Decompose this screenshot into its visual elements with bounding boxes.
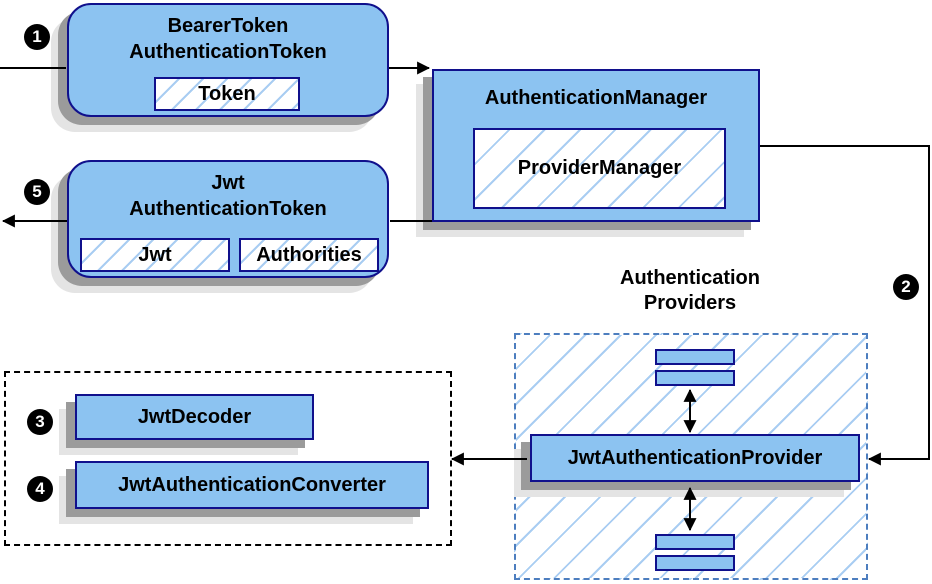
provider-placeholder-bar-bottom-1 — [655, 534, 735, 550]
bearer-token-title-line2: AuthenticationToken — [129, 41, 327, 63]
step-4-number: 4 — [35, 479, 45, 498]
provider-manager-field-label: ProviderManager — [517, 157, 682, 179]
token-field: Token — [154, 77, 300, 111]
decoder-group-box: JwtDecoder JwtAuthenticationConverter — [4, 371, 452, 546]
authorities-field-label: Authorities — [256, 244, 362, 266]
step-2-number: 2 — [901, 277, 911, 296]
jwt-decoder-node: JwtDecoder — [75, 394, 314, 440]
authentication-providers-group-box: JwtAuthenticationProvider — [514, 333, 868, 580]
step-3-number: 3 — [35, 412, 45, 431]
authentication-providers-caption: Authentication Providers — [585, 266, 795, 316]
step-3-badge: 3 — [27, 409, 53, 435]
authentication-manager-title: AuthenticationManager — [484, 87, 708, 109]
provider-placeholder-bar-top-1 — [655, 349, 735, 365]
jwt-authentication-converter-label: JwtAuthenticationConverter — [118, 473, 386, 496]
authorities-field: Authorities — [239, 238, 379, 272]
step-5-number: 5 — [32, 182, 42, 201]
jwt-decoder-label: JwtDecoder — [137, 405, 252, 428]
provider-manager-field: ProviderManager — [473, 128, 726, 209]
jwt-authentication-provider-node: JwtAuthenticationProvider — [530, 434, 860, 482]
jwt-token-title-line1: Jwt — [211, 172, 245, 194]
jwt-authentication-provider-label: JwtAuthenticationProvider — [567, 446, 823, 469]
jwt-authentication-token-node: Jwt AuthenticationToken Jwt Authorities — [67, 160, 389, 278]
provider-placeholder-bar-bottom-2 — [655, 555, 735, 571]
step-2-badge: 2 — [893, 274, 919, 300]
step-1-number: 1 — [32, 27, 42, 46]
step-4-badge: 4 — [27, 476, 53, 502]
jwt-field: Jwt — [80, 238, 230, 272]
jwt-authentication-converter-node: JwtAuthenticationConverter — [75, 461, 429, 509]
token-field-label: Token — [198, 83, 256, 105]
authentication-providers-caption-line1: Authentication — [620, 267, 760, 289]
jwt-token-title-line2: AuthenticationToken — [129, 198, 327, 220]
bearer-token-authentication-token-node: BearerToken AuthenticationToken Token — [67, 3, 389, 117]
provider-placeholder-bar-top-2 — [655, 370, 735, 386]
bearer-token-title-line1: BearerToken — [167, 15, 289, 37]
authentication-providers-caption-line2: Providers — [643, 292, 737, 314]
authentication-manager-node: AuthenticationManager ProviderManager — [432, 69, 760, 222]
step-5-badge: 5 — [24, 179, 50, 205]
jwt-field-label: Jwt — [138, 244, 172, 266]
step-1-badge: 1 — [24, 24, 50, 50]
